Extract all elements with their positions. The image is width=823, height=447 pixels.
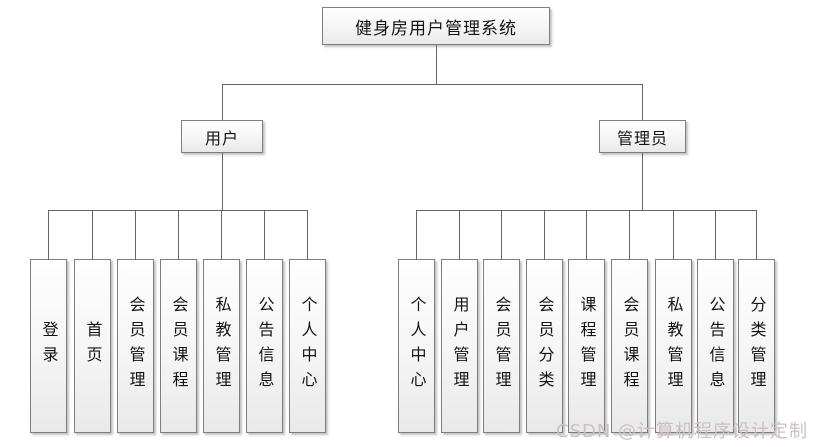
connector-user-drop [307,210,308,259]
leaf-label: 个人中心 [407,296,427,396]
leaf-node-admin-member-mgmt: 会员管理 [483,259,520,433]
leaf-label: 会员课程 [620,296,640,396]
leaf-label: 私教管理 [664,296,684,396]
leaf-node-admin-user-mgmt: 用户管理 [441,259,478,433]
connector-user-drop [264,210,265,259]
connector-admin-drop [629,210,630,259]
leaf-label: 用户管理 [450,296,470,396]
leaf-label: 会员分类 [535,296,555,396]
leaf-label: 首页 [83,321,103,371]
connector-admin-drop [501,210,502,259]
node-branch-admin: 管理员 [599,120,686,153]
leaf-label: 会员课程 [169,296,189,396]
leaf-label: 课程管理 [577,296,597,396]
leaf-label: 个人中心 [298,296,318,396]
connector-admin-drop [544,210,545,259]
leaf-label: 会员管理 [126,296,146,396]
connector-admin-drop [715,210,716,259]
connector-admin-drop [673,210,674,259]
leaf-node-admin-trainer-mgmt: 私教管理 [655,259,692,433]
connector-admin-drop [416,210,417,259]
connector-user-drop [221,210,222,259]
leaf-node-user-login: 登录 [30,259,67,433]
leaf-node-admin-member-course: 会员课程 [611,259,648,433]
connector-admin-drop [459,210,460,259]
leaf-label: 私教管理 [212,296,232,396]
connector-user-drop [92,210,93,259]
connector-drop-user [222,84,223,120]
connector-user-drop [135,210,136,259]
node-root: 健身房用户管理系统 [322,7,550,45]
connector-user-drop [178,210,179,259]
leaf-node-user-member-mgmt: 会员管理 [117,259,154,433]
connector-admin-drop [586,210,587,259]
node-branch-admin-label: 管理员 [616,128,668,148]
node-root-label: 健身房用户管理系统 [355,18,517,39]
node-branch-user: 用户 [181,120,263,153]
connector-user-drop [48,210,49,259]
leaf-node-admin-announcement: 公告信息 [697,259,734,433]
leaf-label: 公告信息 [255,296,275,396]
leaf-label: 公告信息 [706,296,726,396]
connector-admin-drop [756,210,757,259]
connector-level1-bar [222,84,643,85]
watermark: CSDN @计算机程序设计定制 [556,421,809,442]
leaf-node-admin-member-category: 会员分类 [526,259,563,433]
leaf-node-admin-personal-center: 个人中心 [398,259,435,433]
node-branch-user-label: 用户 [204,128,239,148]
leaf-node-user-home: 首页 [74,259,111,433]
leaf-node-user-announcement: 公告信息 [246,259,283,433]
leaf-node-admin-course-mgmt: 课程管理 [568,259,605,433]
connector-root-stem [436,45,437,84]
connector-admin-stem [642,153,643,210]
leaf-label: 会员管理 [492,296,512,396]
leaf-node-user-trainer-mgmt: 私教管理 [203,259,240,433]
leaf-node-user-personal-center: 个人中心 [289,259,326,433]
leaf-label: 登录 [39,321,59,371]
connector-user-stem [222,153,223,210]
connector-drop-admin [642,84,643,120]
leaf-node-admin-category-mgmt: 分类管理 [738,259,775,433]
leaf-label: 分类管理 [747,296,767,396]
leaf-node-user-member-course: 会员课程 [160,259,197,433]
